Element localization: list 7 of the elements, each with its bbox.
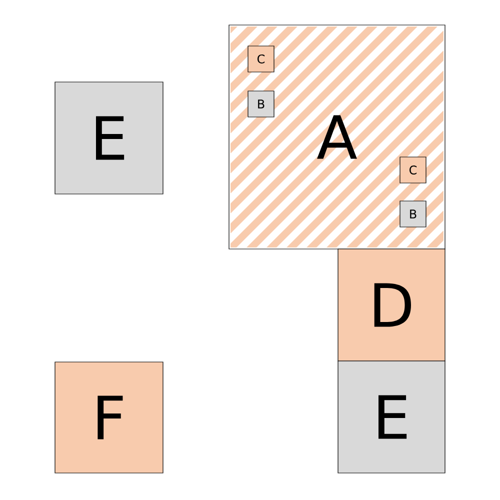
small-box: C <box>400 156 426 184</box>
box: D <box>338 248 446 362</box>
small-box: C <box>248 46 274 72</box>
box: F <box>54 362 164 474</box>
small-box: B <box>248 90 274 118</box>
small-box: B <box>400 200 426 228</box>
box: E <box>338 360 446 474</box>
